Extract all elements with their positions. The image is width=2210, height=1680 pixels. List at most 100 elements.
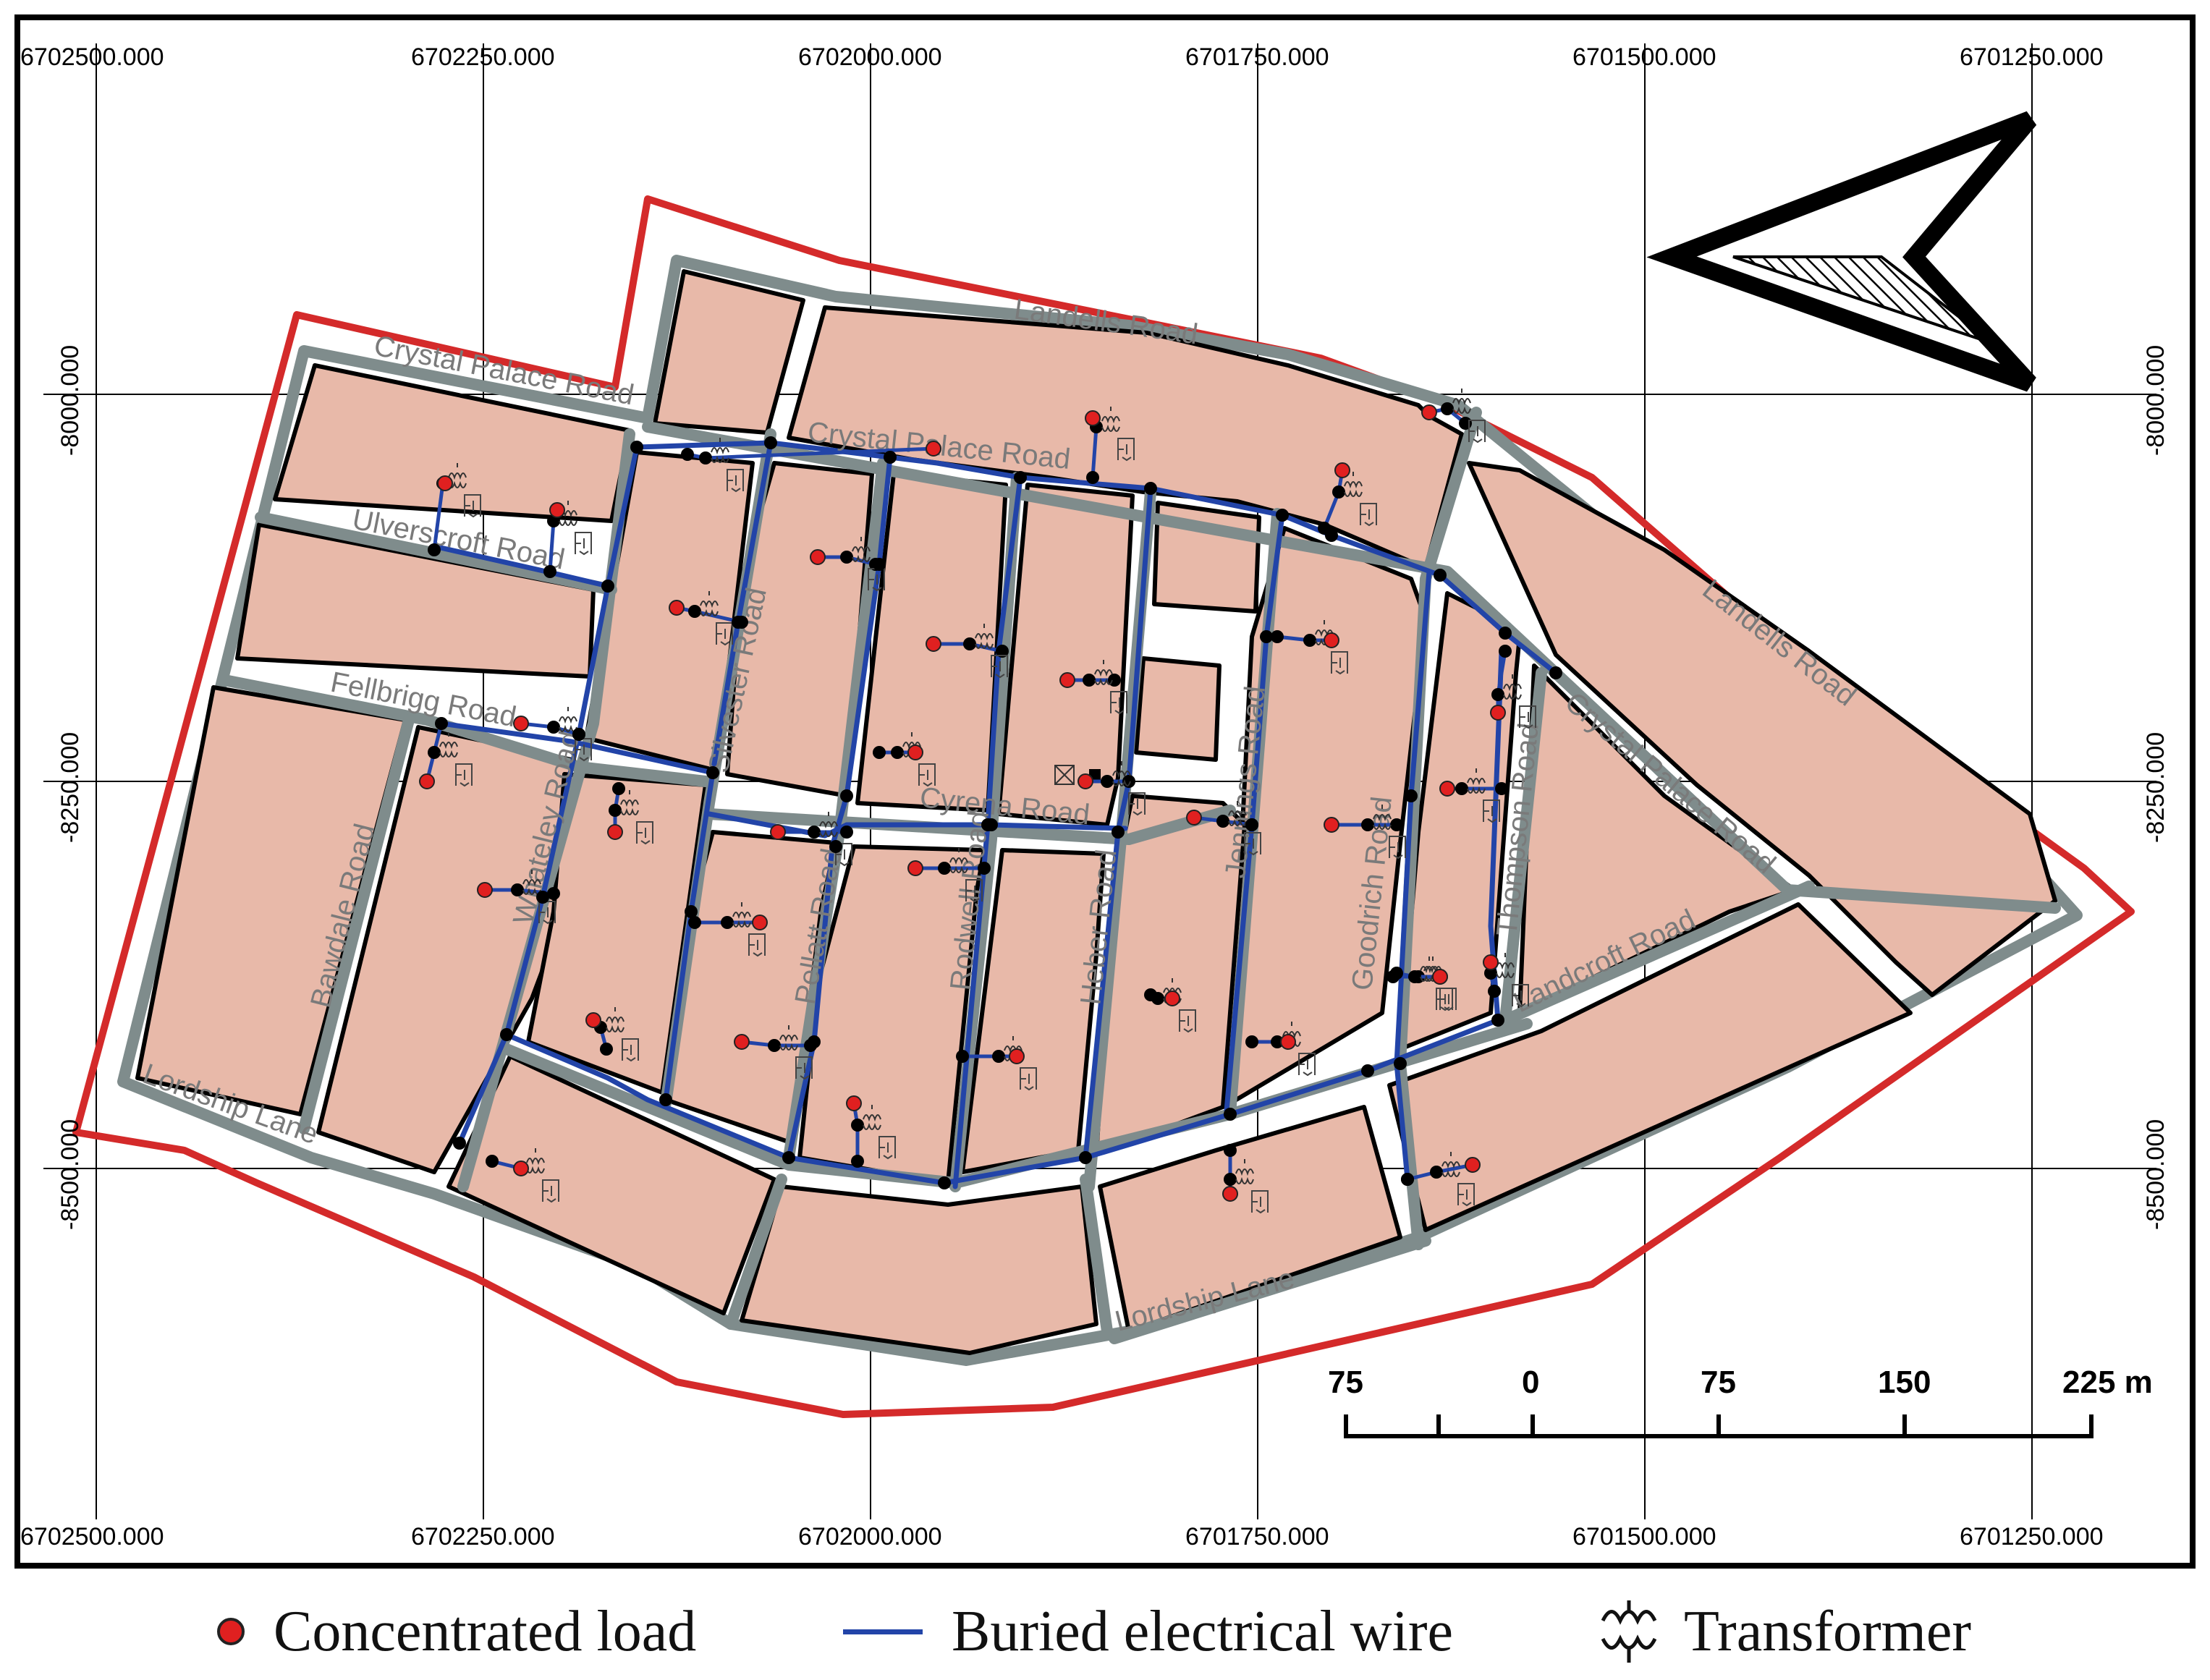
north-arrow-icon [1646, 111, 2037, 392]
wire-node [1390, 818, 1403, 831]
service-wire [1496, 650, 1507, 695]
wire-node [1434, 569, 1447, 582]
wire-node [1271, 630, 1284, 643]
concentrated-load [926, 636, 941, 652]
concentrated-load [1439, 781, 1455, 797]
wire-node [963, 637, 976, 650]
wire-node [511, 883, 524, 896]
concentrated-load [669, 600, 685, 616]
concentrated-load [734, 1034, 750, 1050]
wire-node [659, 1093, 672, 1106]
scale-bar: 75 0 75 150 225 m [1328, 1365, 2153, 1438]
coord-bottom-5: 6701500.000 [1572, 1523, 1716, 1550]
coord-left-1: -8000.000 [56, 345, 84, 456]
wire-node [956, 1050, 969, 1063]
wire-node [1361, 1064, 1374, 1077]
wire-node [547, 887, 560, 900]
wire-node [1245, 818, 1258, 831]
wire-node [851, 1155, 864, 1168]
transformer-icon [1601, 1600, 1657, 1663]
wire-node [543, 565, 556, 578]
concentrated-load [513, 716, 529, 731]
wire-node [601, 580, 614, 593]
wire-node [500, 1028, 513, 1041]
coord-bottom-4: 6701750.000 [1185, 1523, 1329, 1550]
concentrated-load [585, 1012, 601, 1028]
wire-node [609, 804, 622, 817]
concentrated-load [1164, 990, 1180, 1006]
wire-node [1112, 826, 1125, 839]
wire-node [428, 746, 441, 759]
coord-top-2: 6702250.000 [411, 43, 555, 71]
scale-label-0: 0 [1522, 1365, 1539, 1400]
wire-node [840, 826, 853, 839]
concentrated-load [1222, 1186, 1238, 1202]
scale-label-75: 75 [1701, 1365, 1736, 1400]
legend-label-transformer: Transformer [1684, 1599, 1971, 1663]
wire-node [1079, 1151, 1092, 1164]
coord-bottom-2: 6702250.000 [411, 1523, 555, 1550]
coord-right-1: -8000.000 [2142, 345, 2169, 456]
scale-label-225m: 225 m [2062, 1365, 2153, 1400]
wire-node [1260, 630, 1273, 643]
concentrated-load [1421, 404, 1437, 420]
wire-node [732, 616, 745, 629]
wire-node [1276, 509, 1289, 522]
wire-node [547, 721, 560, 734]
concentrated-load [1432, 969, 1448, 985]
wire-node [486, 1155, 499, 1168]
coord-left-2: -8250.000 [56, 732, 84, 843]
wire-node [978, 862, 991, 875]
concentrated-load [1059, 672, 1075, 688]
wire-node [1224, 1144, 1237, 1157]
wire-node [681, 448, 694, 461]
scale-label-150: 150 [1878, 1365, 1931, 1400]
legend: Concentrated load Buried electrical wire… [0, 1592, 2210, 1671]
wire-node [688, 605, 701, 618]
concentrated-load [846, 1095, 862, 1111]
network-layer [419, 388, 1562, 1213]
service-wire [548, 520, 556, 572]
concentrated-load [752, 915, 768, 930]
coordinate-labels: 6702500.000 6702250.000 6702000.000 6701… [20, 43, 2169, 1550]
wire-node [1430, 1166, 1443, 1179]
wire-node [840, 551, 853, 564]
concentrated-load [437, 475, 453, 491]
scale-label-75-left: 75 [1328, 1365, 1363, 1400]
service-wire [432, 483, 445, 551]
wire-node [1394, 1057, 1407, 1070]
concentrated-load [1078, 773, 1093, 789]
wire-node [1484, 967, 1497, 980]
wire-node [1491, 1014, 1504, 1027]
wire-node [1332, 485, 1345, 499]
wire-node [1455, 782, 1468, 795]
concentrated-load [810, 549, 826, 565]
concentrated-load [419, 773, 435, 789]
coord-bottom-6: 6701250.000 [1960, 1523, 2104, 1550]
coord-right-2: -8250.000 [2142, 732, 2169, 843]
coordinate-grid [43, 43, 2156, 1519]
wire-node [1459, 417, 1472, 430]
wire-node [1245, 1035, 1258, 1048]
concentrated-load [1334, 462, 1350, 478]
coord-top-6: 6701250.000 [1960, 43, 2104, 71]
wire-node [435, 717, 448, 730]
wire-node [1101, 775, 1114, 788]
wire-node [1499, 645, 1512, 658]
legend-item-transformer: Transformer [1596, 1592, 1971, 1671]
concentrated-load [1280, 1034, 1296, 1050]
city-blocks [135, 269, 2057, 1355]
wire-node [1083, 674, 1096, 687]
wire-node [1216, 815, 1229, 828]
legend-label-wire: Buried electrical wire [952, 1599, 1453, 1663]
wire-node [1144, 482, 1157, 495]
coord-bottom-1: 6702500.000 [20, 1523, 164, 1550]
substation-marker [1054, 765, 1101, 785]
wire-node [630, 441, 643, 454]
wire-node [829, 840, 842, 853]
wire-node [536, 891, 549, 904]
coord-top-3: 6702000.000 [798, 43, 942, 71]
concentrated-load [607, 824, 623, 840]
wire-node [1224, 1173, 1237, 1186]
wire-node [992, 1050, 1005, 1063]
